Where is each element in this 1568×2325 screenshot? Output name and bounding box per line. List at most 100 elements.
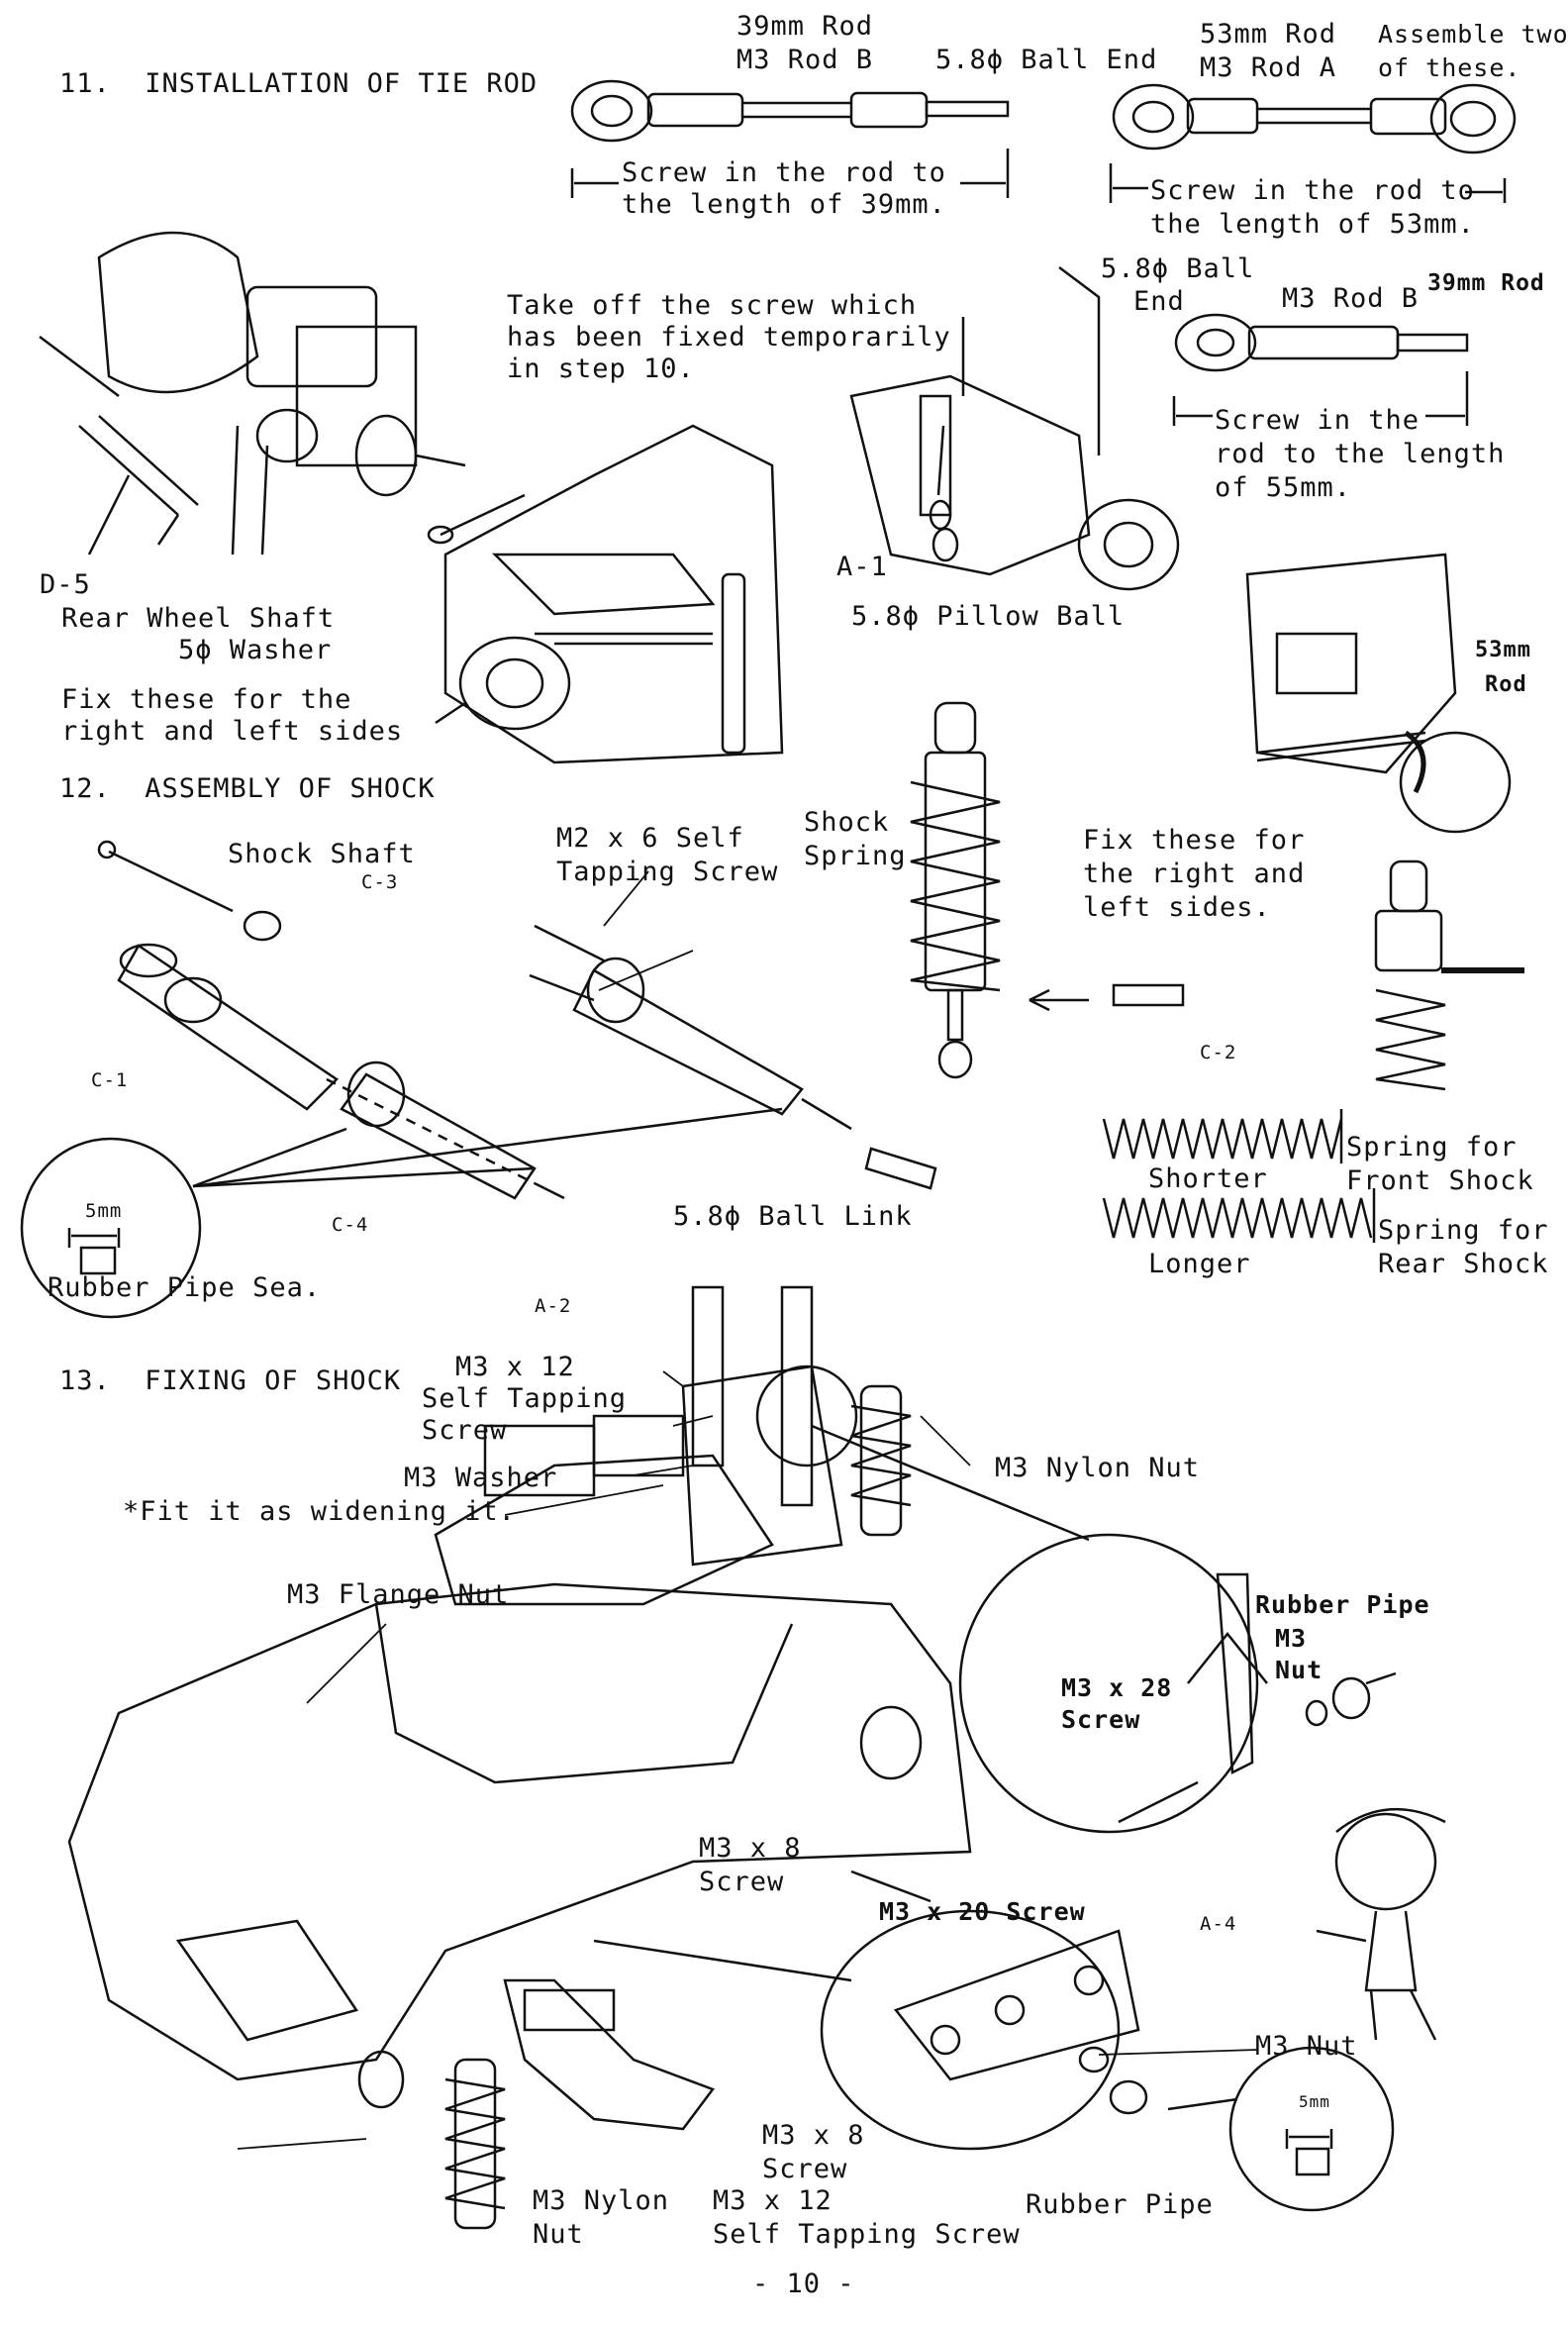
front-spring-label-2: Front Shock bbox=[1346, 1165, 1534, 1196]
m3-flange-nut-label: M3 Flange Nut bbox=[287, 1579, 510, 1610]
fix-sides-note-a: Fix these for bbox=[1083, 825, 1306, 856]
shock-exploded-drawing bbox=[97, 840, 565, 1200]
leader-lines bbox=[237, 870, 1258, 2150]
front-corner-drawing bbox=[1245, 553, 1512, 834]
m3x8-screw-label-1: M3 x 8 bbox=[699, 1833, 802, 1864]
take-off-note-3: in step 10. bbox=[507, 354, 695, 384]
rubber-pipe-size-label-2: 5mm bbox=[1299, 2092, 1330, 2111]
mascot-drawing bbox=[1316, 1807, 1446, 2041]
washer-label: 5ϕ Washer bbox=[178, 635, 333, 665]
chassis-drawing bbox=[67, 1414, 972, 2109]
rod-55-ball: 5.8ϕ Ball bbox=[1101, 253, 1255, 284]
rubber-pipe-seal-label: Rubber Pipe Sea. bbox=[48, 1272, 322, 1303]
detail-circle-shock-mount bbox=[811, 1424, 1397, 1834]
rubber-pipe-detail-label: Rubber Pipe bbox=[1255, 1590, 1430, 1619]
m3x8-screw-bottom-label-1: M3 x 8 bbox=[762, 2120, 865, 2151]
longer-spring-label: Longer bbox=[1148, 1249, 1251, 1279]
rubber-pipe-size-label: 5mm bbox=[85, 1200, 123, 1222]
m3-nylon-nut-bottom-label-2: Nut bbox=[533, 2219, 584, 2250]
rod-53-side-label-1: 53mm bbox=[1475, 638, 1531, 662]
part-a2-label: A-2 bbox=[535, 1295, 572, 1317]
part-a1-label: A-1 bbox=[836, 552, 888, 582]
m3x20-screw-label: M3 x 20 Screw bbox=[879, 1897, 1086, 1926]
rod-53-instruction-1: Screw in the rod to bbox=[1150, 175, 1475, 206]
shock-side-drawing bbox=[1374, 859, 1524, 1091]
rod-55-end: End bbox=[1133, 286, 1185, 317]
fix-sides-note-b: the right and bbox=[1083, 859, 1306, 889]
rod-55-instruction-3: of 55mm. bbox=[1215, 472, 1352, 503]
rod-53-type: M3 Rod A bbox=[1200, 52, 1337, 83]
steering-knuckle-drawing bbox=[849, 266, 1180, 591]
rear-spring-label-2: Rear Shock bbox=[1378, 1249, 1549, 1279]
part-a4-label: A-4 bbox=[1200, 1913, 1237, 1935]
rod-55-type: M3 Rod B bbox=[1282, 283, 1420, 314]
assemble-two-text-1: Assemble two bbox=[1378, 20, 1568, 49]
step-12-heading: 12. ASSEMBLY OF SHOCK bbox=[59, 773, 436, 804]
m3x12-tapping-screw-label-2: Self Tapping Screw bbox=[713, 2219, 1021, 2250]
m3x12-tapping-screw-label-1: M3 x 12 bbox=[713, 2185, 833, 2216]
shock-spring-label-1: Shock bbox=[804, 807, 890, 838]
detail-m3-label: M3 bbox=[1275, 1624, 1308, 1653]
step-13-heading: 13. FIXING OF SHOCK bbox=[59, 1365, 402, 1396]
shock-spring-assembled-drawing bbox=[910, 701, 1185, 1079]
rod-39mm-drawing bbox=[570, 79, 1010, 198]
rod-55-length-label: 39mm Rod bbox=[1427, 270, 1545, 296]
fit-widening-note: *Fit it as widening it. bbox=[123, 1496, 516, 1527]
rear-shock-tower-drawing bbox=[444, 1978, 716, 2230]
m3x12-screw-label-3: Screw bbox=[422, 1415, 508, 1446]
part-d5-label: D-5 bbox=[40, 569, 91, 600]
m3-nut-label: M3 Nut bbox=[1255, 2031, 1358, 2062]
rod-39-instruction-1: Screw in the rod to bbox=[622, 157, 946, 188]
detail-circle-a4 bbox=[593, 1870, 1148, 2151]
rod-39-instruction-2: the length of 39mm. bbox=[622, 189, 946, 220]
shorter-spring-label: Shorter bbox=[1148, 1163, 1268, 1194]
self-tapping-screw-label-2: Tapping Screw bbox=[556, 857, 779, 887]
shock-shaft-label: Shock Shaft bbox=[228, 839, 416, 869]
rod-53-instruction-2: the length of 53mm. bbox=[1150, 209, 1475, 240]
front-tie-rod-drawing bbox=[427, 424, 784, 764]
m3-nylon-nut-label: M3 Nylon Nut bbox=[995, 1453, 1201, 1483]
part-c4-label: C-4 bbox=[332, 1214, 369, 1236]
take-off-note-2: has been fixed temporarily bbox=[507, 322, 951, 353]
step-11-heading: 11. INSTALLATION OF TIE ROD bbox=[59, 68, 539, 99]
m3x28-screw-label-2: Screw bbox=[1061, 1705, 1141, 1734]
spring-front-drawing bbox=[1102, 1109, 1376, 1243]
take-off-note-1: Take off the screw which bbox=[507, 290, 918, 321]
m3x12-screw-label-2: Self Tapping bbox=[422, 1383, 628, 1414]
m3-washer-label: M3 Washer bbox=[404, 1463, 558, 1493]
rod-53-side-label-2: Rod bbox=[1485, 672, 1527, 697]
shock-tower-drawing bbox=[681, 1285, 912, 1567]
rubber-pipe-detail-circle-2 bbox=[1167, 2046, 1395, 2212]
fix-sides-note-1: Fix these for the bbox=[61, 684, 352, 715]
rod-55mm-drawing bbox=[1172, 313, 1469, 426]
ball-link-label: 5.8ϕ Ball Link bbox=[673, 1201, 913, 1232]
fix-sides-note-c: left sides. bbox=[1083, 892, 1271, 923]
part-c2-label: C-2 bbox=[1200, 1042, 1237, 1063]
shock-with-screws-drawing bbox=[529, 924, 937, 1190]
m3x28-screw-label-1: M3 x 28 bbox=[1061, 1673, 1173, 1702]
rear-spring-label-1: Spring for bbox=[1378, 1215, 1549, 1246]
detail-circle-shock-upper bbox=[755, 1365, 858, 1467]
detail-nut-label: Nut bbox=[1275, 1656, 1323, 1684]
assemble-two-text-2: of these. bbox=[1378, 53, 1521, 82]
part-c1-label: C-1 bbox=[91, 1069, 129, 1091]
m3x8-screw-bottom-label-2: Screw bbox=[762, 2154, 848, 2184]
pillow-ball-label: 5.8ϕ Pillow Ball bbox=[851, 601, 1126, 632]
self-tapping-screw-label-1: M2 x 6 Self bbox=[556, 823, 744, 854]
rod-55-instruction-1: Screw in the bbox=[1215, 405, 1421, 436]
m3-nylon-nut-bottom-label-1: M3 Nylon bbox=[533, 2185, 670, 2216]
fix-sides-note-2: right and left sides bbox=[61, 716, 404, 747]
rod-53mm-drawing bbox=[1109, 83, 1517, 203]
shock-spring-label-2: Spring bbox=[804, 841, 907, 871]
rod-55-instruction-2: rod to the length bbox=[1215, 439, 1506, 469]
m3x12-screw-label-1: M3 x 12 bbox=[455, 1352, 575, 1382]
rubber-pipe-label: Rubber Pipe bbox=[1026, 2189, 1214, 2220]
rear-wheel-shaft-label: Rear Wheel Shaft bbox=[61, 603, 336, 634]
rubber-pipe-detail-circle-1 bbox=[20, 1107, 783, 1319]
rear-axle-drawing bbox=[39, 231, 466, 556]
rod-39-type: M3 Rod B bbox=[736, 45, 874, 75]
rod-39-ball-end: 5.8ϕ Ball End bbox=[935, 45, 1158, 75]
m3x8-screw-label-2: Screw bbox=[699, 1867, 785, 1897]
rod-39-name: 39mm Rod bbox=[736, 11, 874, 42]
